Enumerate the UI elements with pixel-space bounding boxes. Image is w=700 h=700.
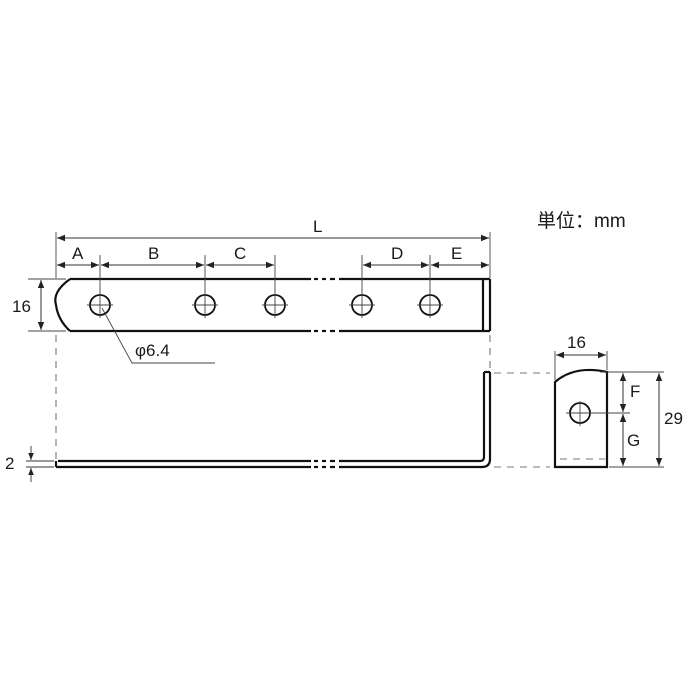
front-view-profile <box>54 370 492 469</box>
front-view-break-marks <box>314 459 335 469</box>
thickness-dimension <box>26 446 54 482</box>
dim-label-height: 29 <box>664 409 683 428</box>
dim-label-thickness: 2 <box>5 454 15 473</box>
dim-label-side-width: 16 <box>567 333 586 352</box>
dim-label-E: E <box>451 244 463 263</box>
dim-label-C: C <box>234 244 247 263</box>
hole-leader-line <box>101 307 215 364</box>
side-view-centerlines <box>566 401 630 426</box>
top-view-break-marks <box>314 277 335 333</box>
dim-label-D: D <box>391 244 404 263</box>
top-view-plate <box>54 277 492 333</box>
dim-label-L: L <box>313 217 323 236</box>
dim-label-width: 16 <box>12 297 31 316</box>
dim-label-F: F <box>630 382 641 401</box>
dim-label-G: G <box>627 431 641 450</box>
side-view-tab <box>553 368 609 469</box>
dim-label-A: A <box>72 244 84 263</box>
hole-centerlines <box>87 255 443 318</box>
dim-label-hole-diameter: φ6.4 <box>135 341 170 360</box>
side-view-extension-lines <box>554 351 664 468</box>
projection-hidden-lines <box>55 335 605 468</box>
extension-lines <box>28 232 491 332</box>
unit-label: 単位：mm <box>537 211 626 232</box>
dim-label-B: B <box>148 244 160 263</box>
side-view-dimension-lines <box>556 351 663 466</box>
